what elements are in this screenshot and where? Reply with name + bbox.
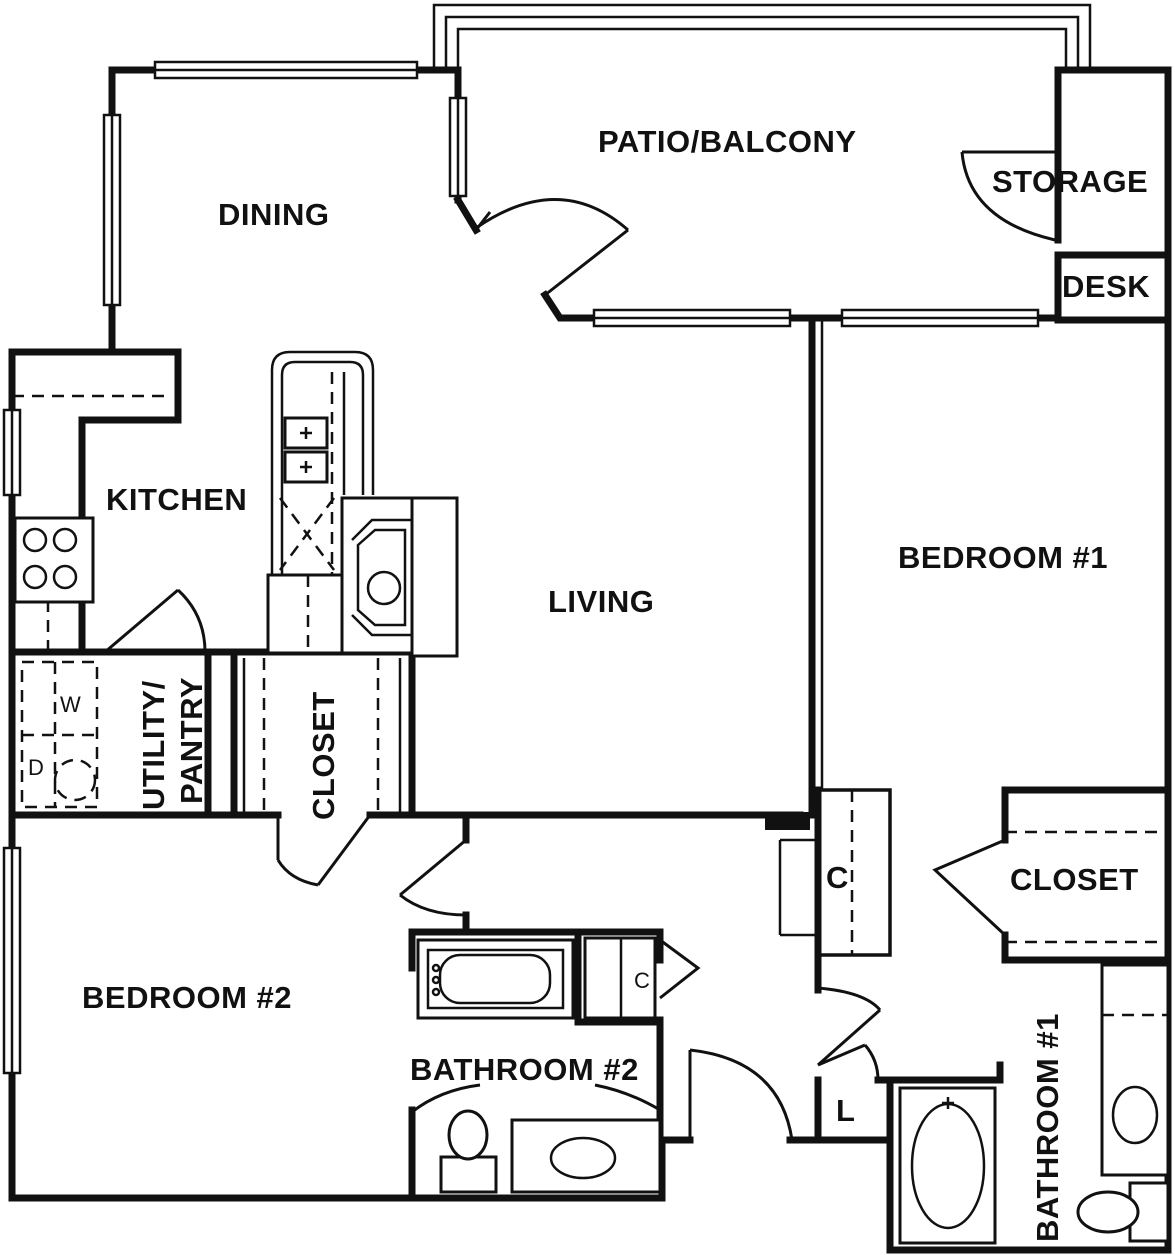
label-bathroom2: BATHROOM #2 [410, 1052, 639, 1087]
cooktop-icon [13, 516, 95, 604]
kitchen-fixtures [12, 350, 459, 658]
laundry [20, 660, 99, 809]
label-dining: DINING [218, 197, 330, 232]
label-bedroom1: BEDROOM #1 [898, 540, 1108, 575]
bathroom2-fixtures [416, 936, 662, 1194]
label-storage: STORAGE [992, 164, 1148, 199]
label-utility-line1: UTILITY/ [136, 680, 171, 810]
label-kitchen: KITCHEN [106, 482, 247, 517]
sink-icon [340, 496, 459, 658]
label-utility-line2: PANTRY [174, 677, 209, 804]
closet-rods [242, 658, 402, 812]
oval-tub-icon [898, 1086, 997, 1245]
label-closet-c-hall: C [826, 860, 849, 895]
oven-icon [283, 416, 329, 484]
label-closet-c-bath: C [634, 968, 650, 993]
vanity-sink-icon [510, 1118, 662, 1194]
label-bedroom2: BEDROOM #2 [82, 980, 292, 1015]
label-living: LIVING [548, 584, 654, 619]
label-patio: PATIO/BALCONY [598, 124, 857, 159]
windows [2, 60, 1040, 1075]
label-dryer: D [28, 755, 44, 780]
label-linen: L [836, 1093, 855, 1128]
patio-railing [432, 3, 1092, 322]
bedroom1-closet-shelves [1005, 830, 1168, 944]
bath1-toilet-icon [1076, 1181, 1170, 1243]
dishwasher-icon [279, 497, 335, 571]
label-closet-bed1: CLOSET [1010, 862, 1139, 897]
label-desk: DESK [1062, 269, 1150, 304]
island-counter [266, 350, 375, 655]
hall-closet-c [778, 788, 892, 957]
toilet-icon [439, 1109, 498, 1194]
bathtub-icon [416, 938, 575, 1020]
label-washer: W [60, 692, 81, 717]
doors [104, 150, 1058, 1141]
bathroom1-fixtures [898, 963, 1170, 1245]
label-bathroom1: BATHROOM #1 [1030, 1013, 1065, 1242]
label-closet-hall: CLOSET [306, 691, 341, 820]
bath1-vanity [1100, 963, 1170, 1177]
room-labels: PATIO/BALCONY STORAGE DESK DINING KITCHE… [28, 124, 1150, 1242]
